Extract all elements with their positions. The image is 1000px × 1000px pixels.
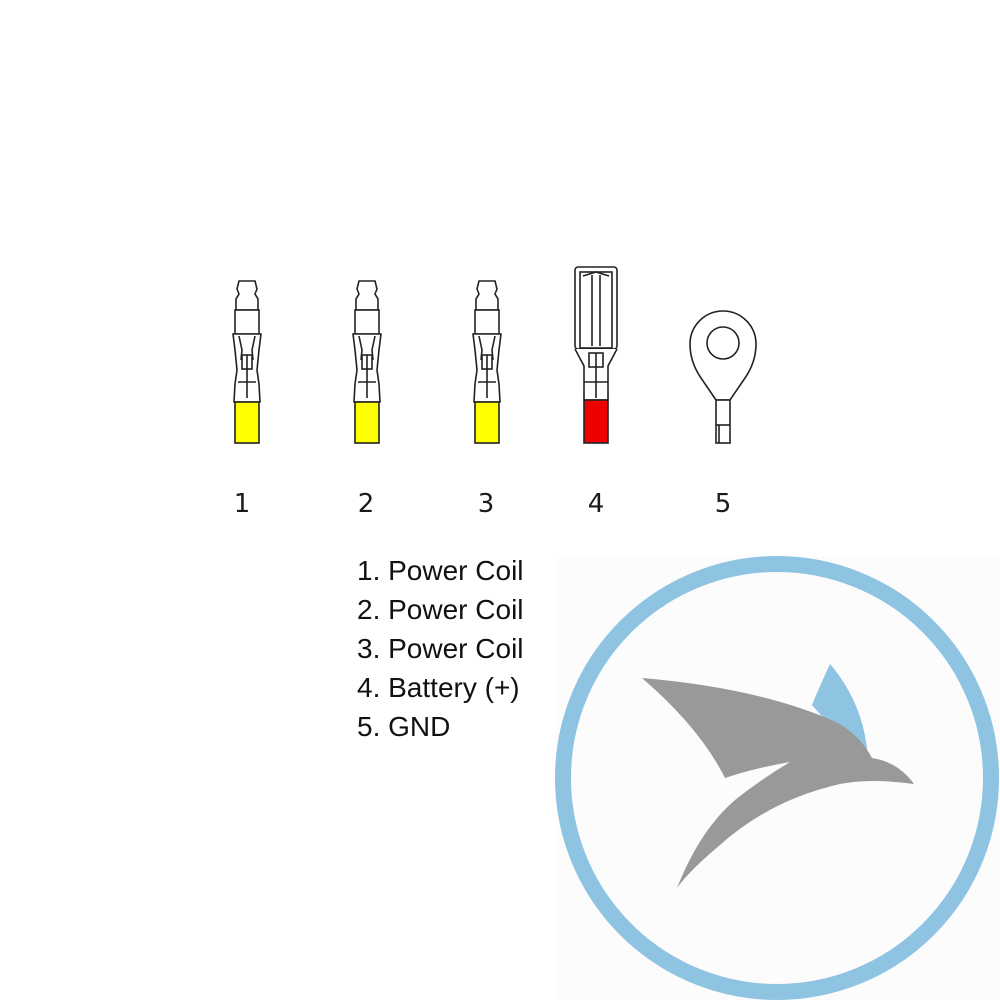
- legend-item-3: 3. Power Coil: [357, 633, 524, 664]
- connector-1-insulation: [234, 401, 260, 444]
- connector-2-insulation: [354, 401, 380, 444]
- logo-bird: [642, 678, 914, 888]
- connector-2-bullet-icon: [352, 280, 382, 444]
- logo-ring: [555, 556, 999, 1000]
- pin-number-2: 2: [358, 489, 375, 519]
- pin-number-5: 5: [715, 489, 732, 519]
- pin-number-3: 3: [478, 489, 495, 519]
- legend-item-1: 1. Power Coil: [357, 555, 524, 586]
- legend-item-2: 2. Power Coil: [357, 594, 524, 625]
- connector-3-bullet-icon: [472, 280, 502, 444]
- watermark-logo-icon: [555, 556, 1000, 1000]
- connector-3-insulation: [474, 401, 500, 444]
- connector-5-ring-terminal-icon: [689, 310, 757, 444]
- legend-item-5: 5. GND: [357, 711, 451, 742]
- pin-number-4: 4: [588, 489, 605, 519]
- connector-1-bullet-icon: [232, 280, 262, 444]
- connector-4-insulation: [583, 399, 609, 444]
- pin-legend: 1. Power Coil 2. Power Coil 3. Power Coi…: [357, 551, 524, 746]
- connector-4-flat-female-icon: [574, 266, 618, 444]
- legend-item-4: 4. Battery (+): [357, 672, 520, 703]
- pin-number-1: 1: [234, 489, 251, 519]
